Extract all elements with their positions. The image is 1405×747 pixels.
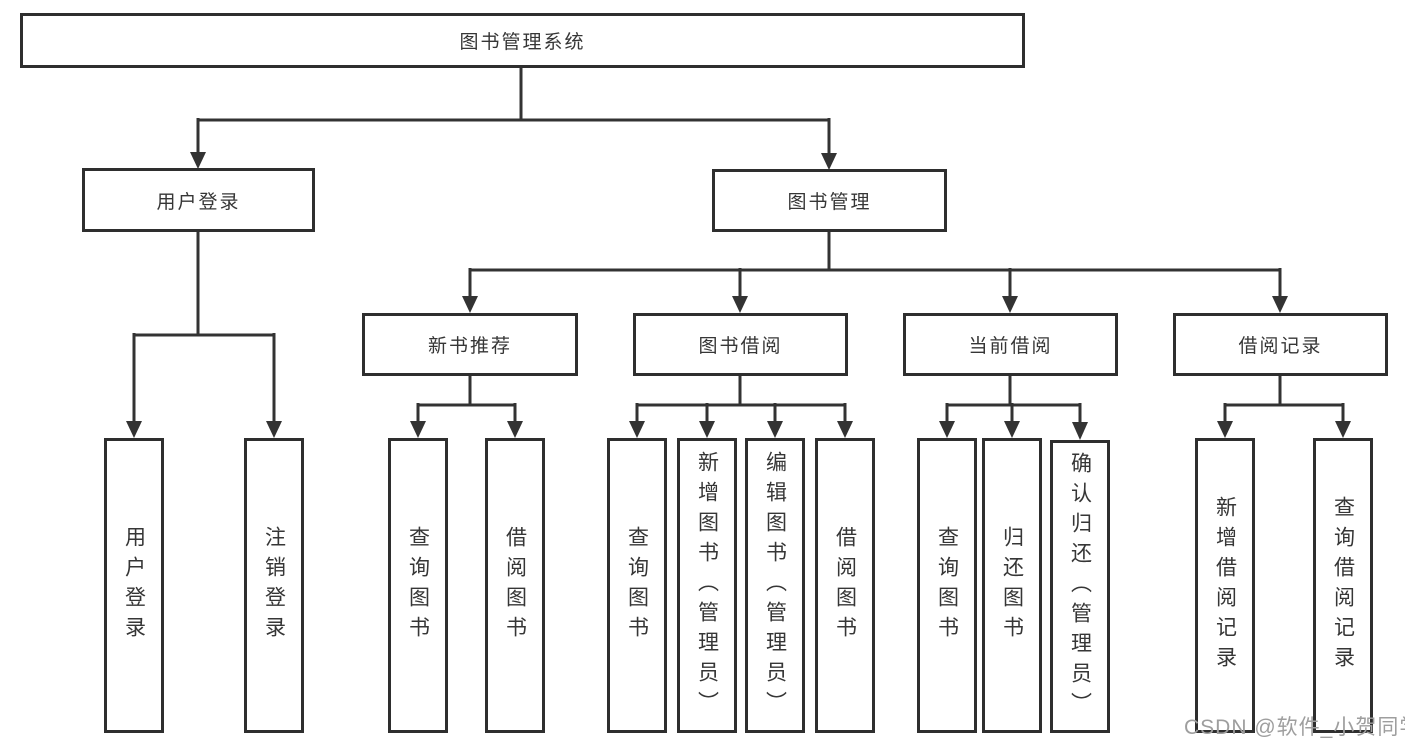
leaf-br-query-record-label: 查询借阅记录: [1331, 495, 1355, 676]
leaf-cb-confirm-return-admin: 确认归还（管理员）: [1050, 440, 1110, 733]
node-book-borrowing-label: 图书借阅: [698, 336, 783, 357]
leaf-cb-return-books: 归还图书: [982, 438, 1042, 733]
leaf-nbr-borrow-books-label: 借阅图书: [503, 525, 527, 646]
node-book-borrowing: 图书借阅: [633, 313, 848, 376]
leaf-br-add-record: 新增借阅记录: [1195, 438, 1255, 733]
leaf-nbr-borrow-books: 借阅图书: [485, 438, 545, 733]
node-book-management-label: 图书管理: [787, 192, 872, 213]
leaf-bb-borrow-books-label: 借阅图书: [833, 525, 857, 646]
leaf-nbr-query-books: 查询图书: [388, 438, 448, 733]
leaf-nbr-query-books-label: 查询图书: [406, 525, 430, 646]
node-current-borrowing: 当前借阅: [903, 313, 1118, 376]
leaf-br-add-record-label: 新增借阅记录: [1213, 495, 1237, 676]
leaf-user-login: 用户登录: [104, 438, 164, 733]
leaf-user-login-label: 用户登录: [122, 525, 146, 646]
node-root-label: 图书管理系统: [459, 32, 586, 53]
leaf-logout: 注销登录: [244, 438, 304, 733]
connector-current-borrowing-to-children: [939, 375, 1088, 440]
node-new-book-recommend: 新书推荐: [362, 313, 578, 376]
node-current-borrowing-label: 当前借阅: [968, 336, 1053, 357]
leaf-br-query-record: 查询借阅记录: [1313, 438, 1373, 733]
connector-root-to-level2: [190, 67, 837, 170]
connector-borrowing-records-to-children: [1217, 375, 1351, 438]
connector-new-book-recommend-to-children: [410, 375, 523, 438]
leaf-logout-label: 注销登录: [262, 525, 286, 646]
leaf-cb-confirm-return-admin-label: 确认归还（管理员）: [1068, 451, 1092, 722]
node-user-login: 用户登录: [82, 168, 315, 232]
node-user-login-label: 用户登录: [156, 191, 241, 213]
leaf-cb-query-books: 查询图书: [917, 438, 977, 733]
node-root: 图书管理系统: [20, 13, 1025, 68]
connector-book-management-to-level3: [462, 231, 1288, 313]
node-borrowing-records-label: 借阅记录: [1238, 336, 1323, 357]
node-borrowing-records: 借阅记录: [1173, 313, 1388, 376]
leaf-bb-query-books-label: 查询图书: [625, 525, 649, 646]
leaf-cb-query-books-label: 查询图书: [935, 525, 959, 646]
connector-book-borrowing-to-children: [629, 375, 853, 438]
leaf-bb-add-books-admin-label: 新增图书（管理员）: [695, 450, 719, 721]
leaf-bb-borrow-books: 借阅图书: [815, 438, 875, 733]
node-book-management: 图书管理: [712, 169, 947, 232]
node-new-book-recommend-label: 新书推荐: [427, 336, 512, 357]
leaf-bb-add-books-admin: 新增图书（管理员）: [677, 438, 737, 733]
leaf-bb-edit-books-admin-label: 编辑图书（管理员）: [763, 450, 787, 721]
connector-user-login-to-children: [126, 231, 282, 438]
csdn-watermark: CSDN @软件_小贺同学: [1184, 716, 1405, 739]
leaf-bb-query-books: 查询图书: [607, 438, 667, 733]
leaf-bb-edit-books-admin: 编辑图书（管理员）: [745, 438, 805, 733]
leaf-cb-return-books-label: 归还图书: [1000, 525, 1024, 646]
